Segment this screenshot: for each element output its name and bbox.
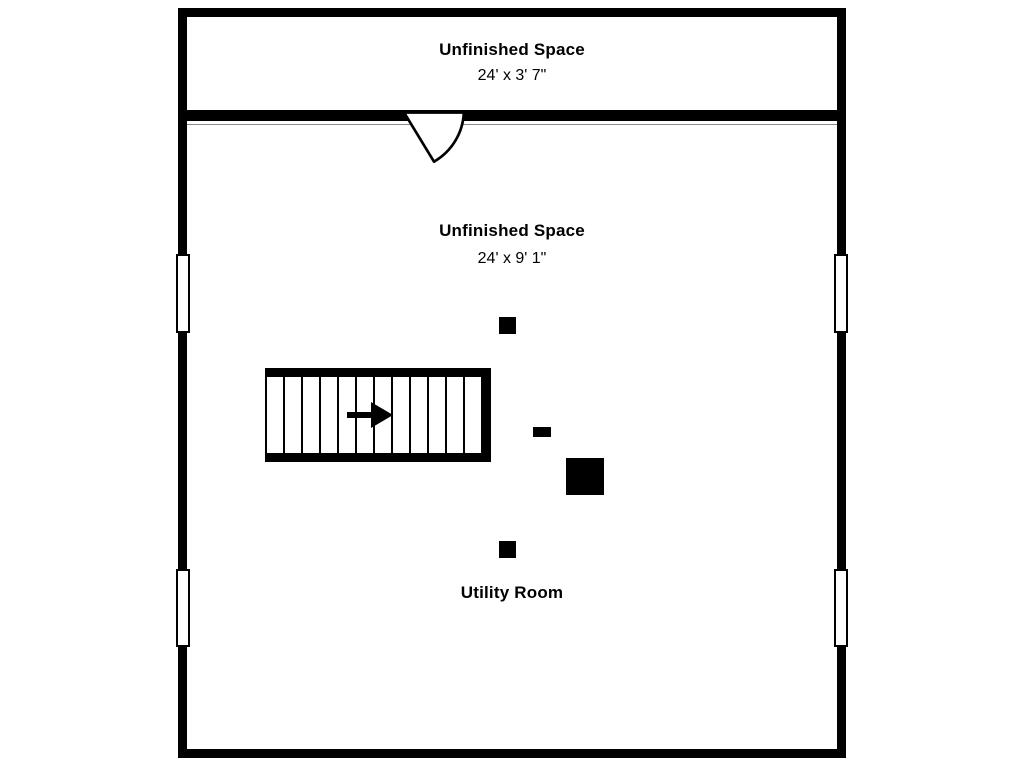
top-room-name: Unfinished Space xyxy=(439,40,585,59)
window-right-lower xyxy=(834,569,848,647)
stairs-direction-arrow-icon xyxy=(347,402,393,428)
divider-thin-line xyxy=(187,124,837,125)
staircase xyxy=(265,368,491,462)
main-room-dimensions: 24' x 9' 1" xyxy=(477,250,547,267)
post-upper xyxy=(499,317,516,334)
post-dash xyxy=(533,427,551,437)
window-left-upper xyxy=(176,254,190,333)
main-room-name: Unfinished Space xyxy=(439,221,585,240)
window-left-lower xyxy=(176,569,190,647)
divider-wall xyxy=(178,110,846,121)
post-lower xyxy=(499,541,516,558)
outer-wall xyxy=(178,8,846,758)
top-room-dimensions: 24' x 3' 7" xyxy=(477,67,547,84)
window-right-upper xyxy=(834,254,848,333)
post-large xyxy=(566,458,604,495)
utility-room-name: Utility Room xyxy=(460,583,564,602)
door-swing-icon xyxy=(402,111,466,164)
